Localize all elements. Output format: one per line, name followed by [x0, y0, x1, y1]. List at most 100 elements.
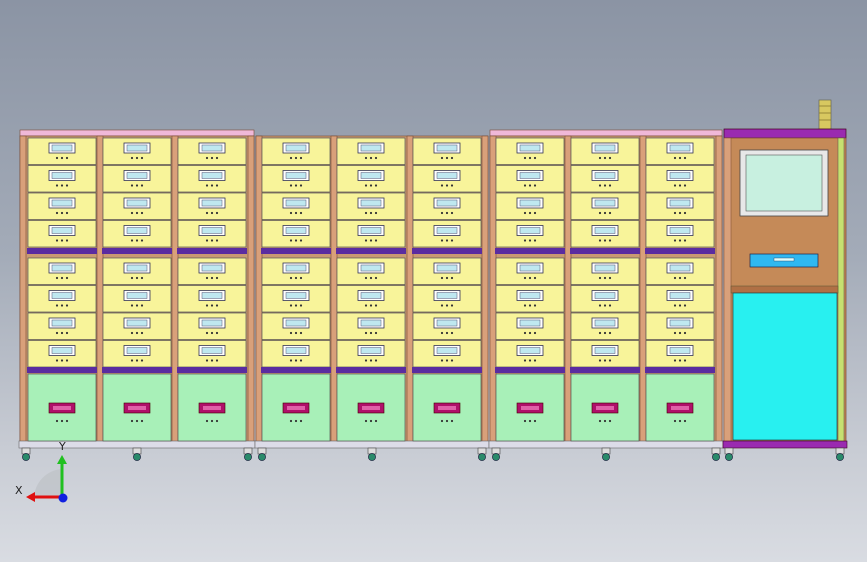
- lock-dot-icon: [215, 359, 219, 362]
- lock-dot-icon: [673, 331, 677, 335]
- lock-dot-icon: [523, 304, 527, 307]
- lock-dot-icon: [673, 239, 677, 242]
- lock-dot-icon: [364, 156, 368, 160]
- lock-dot-icon: [683, 331, 687, 335]
- lock-dot-icon: [289, 276, 293, 280]
- lock-dot-icon: [140, 359, 144, 362]
- lock-dot-icon: [60, 211, 64, 215]
- drawer-column: [27, 137, 97, 442]
- lock-dot-icon: [130, 239, 134, 242]
- lock-dot-icon: [678, 304, 682, 307]
- lock-dot-icon: [299, 211, 303, 215]
- lock-dot-icon: [140, 331, 144, 335]
- lock-dot-icon: [683, 359, 687, 362]
- drawer-handle-icon: [519, 144, 541, 152]
- lock-dot-icon: [523, 184, 527, 187]
- lock-dot-icon: [289, 239, 293, 242]
- small-drawer: [412, 340, 482, 368]
- lock-dot-icon: [445, 359, 449, 362]
- small-drawer: [261, 257, 331, 285]
- small-drawer: [261, 285, 331, 313]
- drawer-handle-icon: [126, 172, 148, 179]
- small-drawer: [261, 137, 331, 165]
- lock-dot-icon: [440, 184, 444, 187]
- coordinate-triad: [26, 455, 68, 503]
- lock-dot-icon: [140, 239, 144, 242]
- drawer-handle-icon: [360, 144, 382, 152]
- lock-dot-icon: [299, 239, 303, 242]
- large-drawer-front: [570, 373, 640, 442]
- small-drawer: [645, 285, 715, 313]
- drawer-separator: [102, 248, 172, 254]
- lock-dot-icon: [210, 331, 214, 335]
- control-divider: [730, 285, 839, 294]
- lock-dot-icon: [683, 156, 687, 160]
- large-drawer-handle-slot: [53, 406, 71, 410]
- drawer-handle-icon: [285, 227, 307, 234]
- lock-dot-icon: [683, 419, 687, 423]
- large-drawer-handle-slot: [596, 406, 614, 410]
- lock-dot-icon: [55, 359, 59, 362]
- drawer-handle-icon: [126, 227, 148, 234]
- lock-dot-icon: [369, 359, 373, 362]
- lower-access-panel: [732, 292, 838, 441]
- drawer-handle-icon: [201, 264, 223, 272]
- lock-dot-icon: [294, 359, 298, 362]
- lock-dot-icon: [60, 276, 64, 280]
- lock-dot-icon: [140, 304, 144, 307]
- lock-dot-icon: [130, 304, 134, 307]
- lock-dot-icon: [369, 304, 373, 307]
- lock-dot-icon: [135, 211, 139, 215]
- drawer-handle-icon: [51, 172, 73, 179]
- drawer-handle-icon: [51, 227, 73, 234]
- caster-foot-icon: [835, 447, 845, 461]
- lock-dot-icon: [598, 276, 602, 280]
- lock-dot-icon: [528, 419, 532, 423]
- small-drawer: [570, 165, 640, 193]
- lock-dot-icon: [55, 239, 59, 242]
- bottom-rail: [18, 440, 256, 449]
- drawer-separator: [27, 248, 97, 254]
- large-drawer: [261, 373, 331, 442]
- small-drawer-front: [570, 192, 640, 220]
- lock-dot-icon: [205, 184, 209, 187]
- lock-dot-icon: [450, 276, 454, 280]
- lock-dot-icon: [210, 184, 214, 187]
- large-drawer: [336, 373, 406, 442]
- lock-dot-icon: [65, 239, 69, 242]
- drawer-handle-icon: [126, 292, 148, 299]
- drawer-handle-icon: [360, 227, 382, 234]
- small-drawer: [570, 257, 640, 285]
- drawer-handle-icon: [519, 172, 541, 179]
- lock-dot-icon: [445, 304, 449, 307]
- lock-dot-icon: [673, 304, 677, 307]
- storage-module: [488, 129, 724, 461]
- frame-post: [406, 135, 414, 443]
- drawer-separator: [412, 367, 482, 373]
- drawer-handle-icon: [436, 264, 458, 272]
- lock-dot-icon: [440, 276, 444, 280]
- large-drawer: [412, 373, 482, 442]
- drawer-handle-icon: [669, 292, 691, 299]
- drawer-handle-icon: [519, 227, 541, 234]
- drawer-separator: [336, 248, 406, 254]
- caster-wheel: [602, 453, 610, 461]
- drawer-separator: [261, 248, 331, 254]
- lock-dot-icon: [598, 304, 602, 307]
- lock-dot-icon: [598, 359, 602, 362]
- small-drawer: [645, 257, 715, 285]
- lock-dot-icon: [299, 156, 303, 160]
- lock-dot-icon: [608, 239, 612, 242]
- lock-dot-icon: [140, 419, 144, 423]
- small-drawer: [177, 192, 247, 220]
- drawer-separator: [261, 367, 331, 373]
- lock-dot-icon: [289, 331, 293, 335]
- lock-dot-icon: [299, 359, 303, 362]
- storage-module: [254, 135, 490, 461]
- lock-dot-icon: [603, 304, 607, 307]
- lock-dot-icon: [364, 419, 368, 423]
- lock-dot-icon: [603, 331, 607, 335]
- lock-dot-icon: [299, 184, 303, 187]
- drawer-handle-icon: [285, 292, 307, 299]
- drawer-handle-icon: [126, 264, 148, 272]
